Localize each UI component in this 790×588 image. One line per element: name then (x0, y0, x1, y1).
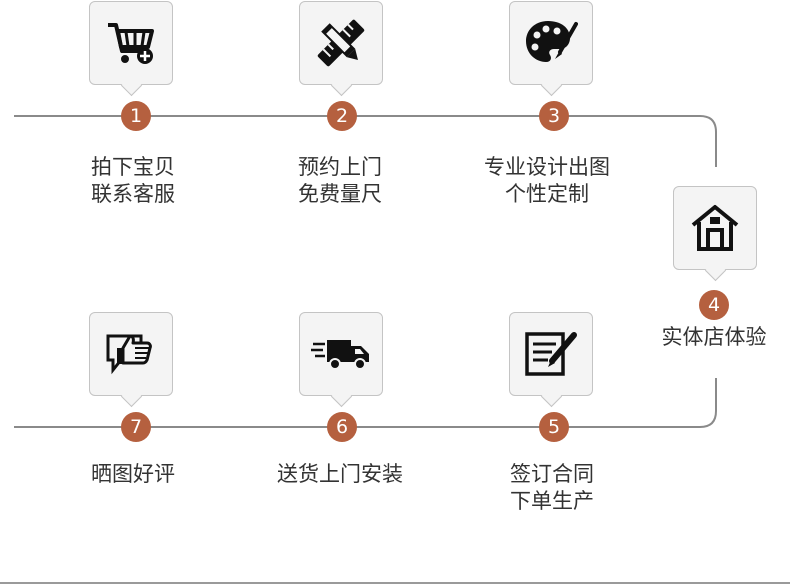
shopping-cart-icon (108, 23, 154, 64)
step-1-icon-box (89, 1, 173, 97)
house-icon (691, 205, 739, 251)
step-2-icon-box (299, 1, 383, 97)
step-6-label: 送货上门安装 (240, 461, 440, 488)
step-4-line1: 实体店体验 (661, 325, 767, 349)
step-5-line1: 签订合同 (510, 462, 594, 486)
step-5-icon-box (509, 312, 593, 408)
step-2-label: 预约上门 免费量尺 (240, 154, 440, 208)
step-2-badge: 2 (327, 101, 357, 131)
thumbs-up-review-icon (106, 334, 152, 375)
step-4-label: 实体店体验 (614, 324, 790, 351)
bottom-divider (0, 582, 790, 584)
step-6-badge: 6 (327, 412, 357, 442)
step-6-line1: 送货上门安装 (277, 462, 403, 486)
step-1-badge: 1 (121, 101, 151, 131)
delivery-truck-icon (311, 340, 369, 370)
step-5-badge: 5 (539, 412, 569, 442)
palette-icon (526, 21, 578, 62)
step-5-line2: 下单生产 (510, 489, 594, 513)
step-4-badge: 4 (699, 290, 729, 320)
step-1-line1: 拍下宝贝 (91, 155, 175, 179)
step-5-label: 签订合同 下单生产 (452, 461, 652, 515)
step-1-line2: 联系客服 (91, 182, 175, 206)
contract-sign-icon (525, 332, 577, 376)
step-2-line1: 预约上门 (298, 155, 382, 179)
step-1-label: 拍下宝贝 联系客服 (33, 154, 233, 208)
step-7-line1: 晒图好评 (91, 462, 175, 486)
step-6-icon-box (299, 312, 383, 408)
step-3-line2: 个性定制 (505, 182, 589, 206)
step-3-label: 专业设计出图 个性定制 (447, 154, 647, 208)
step-3-badge: 3 (539, 101, 569, 131)
step-4-icon-box (673, 186, 757, 282)
step-7-icon-box (89, 312, 173, 408)
step-2-line2: 免费量尺 (298, 182, 382, 206)
step-7-badge: 7 (121, 412, 151, 442)
ruler-pencil-icon (317, 19, 365, 67)
step-3-line1: 专业设计出图 (484, 155, 610, 179)
step-3-icon-box (509, 1, 593, 97)
step-7-label: 晒图好评 (33, 461, 233, 488)
